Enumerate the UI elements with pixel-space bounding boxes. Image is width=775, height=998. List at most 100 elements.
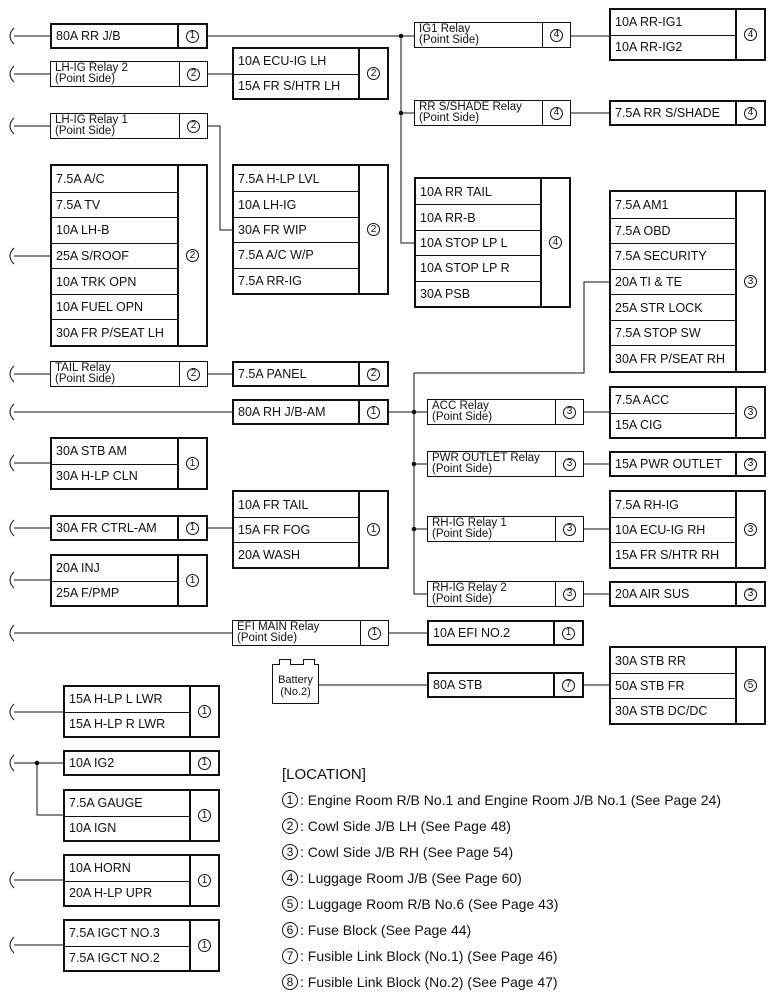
fuse-label: 10A FUEL OPN: [52, 293, 179, 320]
location-number: 1: [198, 939, 211, 952]
fuse-label: 10A STOP LP L: [416, 229, 542, 255]
location-number: 2: [186, 249, 199, 262]
location-number: 1: [186, 574, 199, 587]
location-number: 2: [367, 367, 380, 381]
relay-box: IG1 Relay(Point Side)4: [414, 22, 571, 48]
fuse-label: 7.5A PANEL: [238, 367, 307, 381]
relay-box: ACC Relay(Point Side)3: [427, 399, 584, 425]
relay-box: LH-IG Relay 1(Point Side)2: [50, 113, 208, 139]
location-number: 1: [368, 626, 381, 640]
legend-text: : Fuse Block (See Page 44): [300, 922, 472, 938]
fuse-label: 30A H-LP CLN: [52, 463, 179, 489]
legend-number: 3: [282, 844, 298, 860]
legend-item: 5: Luggage Room R/B No.6 (See Page 43): [282, 891, 721, 917]
fuse-label: 10A EFI NO.2: [433, 626, 511, 640]
location-number: 1: [367, 405, 380, 419]
location-number: 7: [562, 678, 575, 692]
fuse-label: 10A RR-IG2: [611, 34, 737, 60]
fuse-block: 7.5A IGCT NO.3 7.5A IGCT NO.2 1: [63, 919, 220, 972]
fuse-label: 15A FR S/HTR LH: [234, 73, 360, 99]
location-number: 1: [186, 29, 199, 43]
fuse-label: 10A LH-IG: [234, 191, 360, 216]
fuse-label: 25A F/PMP: [52, 580, 179, 606]
fuse-label: 20A WASH: [234, 542, 360, 567]
location-badge: 3: [735, 388, 764, 437]
fuse-label: 15A H-LP L LWR: [69, 692, 163, 707]
battery: Battery (No.2): [272, 659, 319, 704]
legend-item: 3: Cowl Side J/B RH (See Page 54): [282, 839, 721, 865]
location-number: 3: [563, 457, 576, 471]
location-number: 2: [187, 119, 200, 133]
location-badge: 3: [735, 492, 764, 567]
legend-number: 5: [282, 896, 298, 912]
fuse-label: 7.5A GAUGE: [69, 796, 143, 811]
relay-label: RR S/SHADE Relay(Point Side): [419, 101, 522, 124]
fuse-label: 10A TRK OPN: [52, 268, 179, 294]
location-badge: 4: [542, 23, 570, 47]
location-badge: 2: [179, 114, 207, 138]
fuse-block: 20A AIR SUS 3: [609, 581, 766, 607]
location-badge: 1: [360, 621, 388, 645]
legend-number: 1: [282, 792, 298, 808]
location-number: 4: [549, 236, 562, 249]
fuse-label: 25A STR LOCK: [611, 294, 737, 320]
location-number: 3: [744, 587, 757, 601]
fuse-label: 20A AIR SUS: [615, 587, 690, 601]
fuse-label: 7.5A IGCT NO.3: [69, 926, 160, 941]
relay-box: RH-IG Relay 1(Point Side)3: [427, 516, 584, 542]
location-number: 1: [367, 523, 380, 536]
fuse-label: 7.5A IGCT NO.2: [65, 945, 191, 971]
location-number: 1: [198, 874, 211, 887]
location-number: 4: [550, 28, 563, 42]
fuse-label: 20A INJ: [56, 561, 100, 576]
location-badge: 7: [553, 674, 582, 696]
legend-number: 7: [282, 948, 298, 964]
fuse-block: 10A RR-IG1 10A RR-IG2 4: [609, 8, 766, 61]
fuse-label: 20A H-LP UPR: [65, 880, 191, 906]
fuse-label: 7.5A RH-IG: [615, 497, 679, 512]
location-number: 5: [744, 679, 757, 692]
location-badge: 2: [179, 362, 207, 386]
fuse-label: 7.5A RR S/SHADE: [615, 106, 720, 120]
legend-item: 1: Engine Room R/B No.1 and Engine Room …: [282, 787, 721, 813]
fuse-label: 30A FR CTRL-AM: [56, 521, 157, 535]
fuse-label: 30A FR WIP: [234, 216, 360, 242]
fuse-block: 10A ECU-IG LH 15A FR S/HTR LH 2: [232, 47, 389, 100]
location-number: 3: [744, 457, 757, 471]
fuse-label: 10A FR TAIL: [238, 497, 309, 512]
legend-item: 8: Fusible Link Block (No.2) (See Page 4…: [282, 969, 721, 995]
relay-box: LH-IG Relay 2(Point Side)2: [50, 61, 208, 87]
fuse-label: 10A ECU-IG LH: [238, 54, 327, 69]
legend-number: 4: [282, 870, 298, 886]
legend-number: 8: [282, 974, 298, 990]
location-number: 3: [563, 522, 576, 536]
location-badge: 1: [177, 25, 206, 47]
location-number: 2: [367, 67, 380, 80]
fuse-label: 10A RR-IG1: [615, 15, 683, 30]
fuse-label: 30A FR P/SEAT LH: [52, 319, 179, 345]
fuse-label: 25A S/ROOF: [52, 242, 179, 269]
fuse-label: 7.5A SECURITY: [611, 243, 737, 269]
location-badge: 2: [179, 62, 207, 86]
relay-label: EFI MAIN Relay(Point Side): [237, 621, 320, 644]
fuse-label: 15A FR S/HTR RH: [611, 542, 737, 567]
fuse-label: 30A STB RR: [615, 653, 686, 668]
fuse-label: 7.5A RR-IG: [234, 267, 360, 293]
legend-text: : Engine Room R/B No.1 and Engine Room J…: [300, 792, 722, 808]
location-number: 4: [744, 28, 757, 41]
fuse-label: 7.5A ACC: [615, 393, 670, 408]
relay-box: EFI MAIN Relay(Point Side) 1: [232, 620, 389, 646]
location-badge: 1: [177, 556, 206, 605]
fuse-label: 30A PSB: [416, 280, 542, 306]
location-number: 2: [187, 367, 200, 381]
fuse-label: 7.5A A/C W/P: [234, 242, 360, 267]
